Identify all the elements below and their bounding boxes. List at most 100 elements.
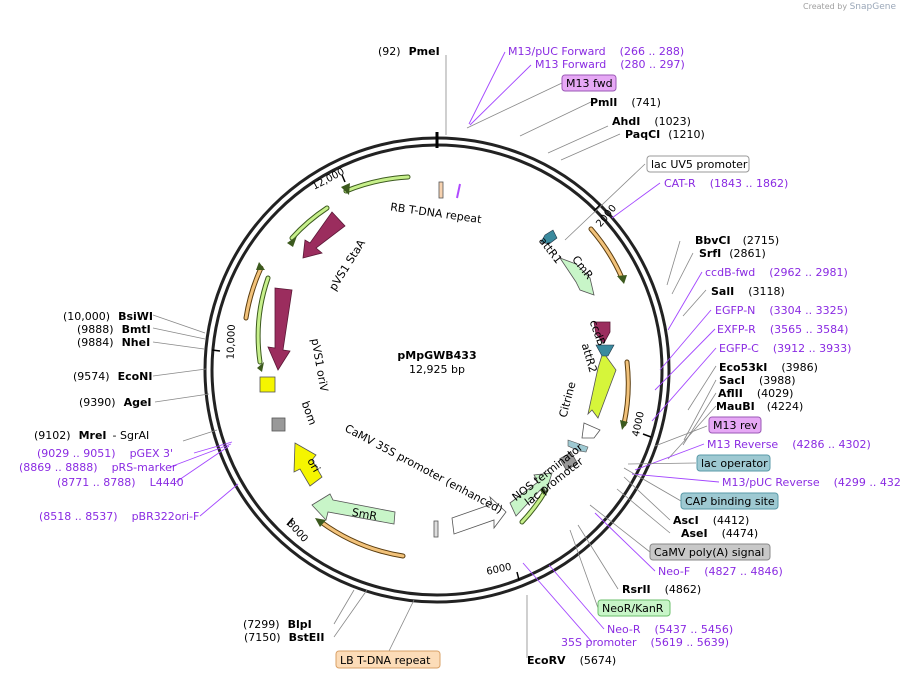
primer-neo-r: Neo-R — [607, 623, 641, 636]
watermark-prefix: Created by — [803, 2, 848, 11]
primer-ccdb-fwd: ccdB-fwd — [705, 266, 755, 279]
enzyme-sali-pos: (3118) — [748, 285, 785, 298]
primer-exfp-r: EXFP-R — [717, 323, 756, 336]
svg-text:AscI(4412): AscI(4412) — [673, 514, 749, 527]
lac-operator-marker — [567, 439, 589, 453]
enzyme-nhei-pos: (9884) — [77, 336, 114, 349]
primer-prs-marker-range: (8869 .. 8888) — [19, 461, 98, 474]
snapgene-watermark: Created by SnapGene — [803, 2, 896, 12]
svg-text:M13 Forward(280 .. 297): M13 Forward(280 .. 297) — [535, 58, 685, 71]
enzyme-pmei-pos: (92) — [378, 45, 401, 58]
primer-labels: M13/pUC Forward(266 .. 288) M13 Forward(… — [19, 45, 902, 649]
label-camv-35s-promoter: CaMV 35S promoter (enhanced) — [343, 422, 505, 516]
svg-text:RsrII(4862): RsrII (4862) — [622, 583, 701, 596]
svg-text:AseI(4474): AseI(4474) — [681, 527, 758, 540]
svg-text:ccdB-fwd(2962 .. 2981): ccdB-fwd(2962 .. 2981) — [705, 266, 848, 279]
primer-m13-forward: M13 Forward — [535, 58, 606, 71]
enzyme-rsrii: RsrII — [622, 583, 651, 596]
enzyme-rsrii-pos: (4862) — [665, 583, 702, 596]
primer-m13puc-forward: M13/pUC Forward — [508, 45, 606, 58]
enzyme-bmti: BmtI — [122, 323, 151, 336]
enzyme-maubi: MauBI — [716, 400, 755, 413]
enzyme-aflii-pos: (4029) — [757, 387, 794, 400]
primer-pgex3: pGEX 3' — [130, 447, 174, 460]
enzyme-asci-pos: (4412) — [713, 514, 750, 527]
primer-egfp-n: EGFP-N — [715, 304, 755, 317]
box-m13-rev-label: M13 rev — [713, 419, 758, 432]
tick-label-4000: 4000 — [631, 411, 647, 438]
attr1-marker — [540, 229, 558, 245]
enzyme-maubi-pos: (4224) — [767, 400, 804, 413]
attr-marker — [581, 422, 601, 439]
attr2-marker — [595, 344, 615, 357]
tick-label-6000: 6000 — [485, 562, 512, 578]
enzyme-bbvci-pos: (2715) — [743, 234, 780, 247]
primer-egfp-c-range: (3912 .. 3933) — [773, 342, 852, 355]
enzyme-bsteii-pos: (7150) — [244, 631, 281, 644]
ccdb-arrow — [593, 321, 611, 344]
primer-cat-r: CAT-R — [664, 177, 696, 190]
primer-m13-reverse-range: (4286 .. 4302) — [792, 438, 871, 451]
enzyme-aflii: AflII — [718, 387, 743, 400]
feature-leaders — [388, 82, 708, 652]
tick-label-12000: 12,000 — [310, 166, 346, 192]
box-camv-polya-label: CaMV poly(A) signal — [654, 546, 764, 559]
enzyme-eco53ki: Eco53kI — [719, 361, 767, 374]
boxed-labels: M13 fwd lac UV5 promoter M13 rev lac ope… — [335, 74, 779, 669]
svg-text:M13/pUC Reverse(4299 .. 4321): M13/pUC Reverse(4299 .. 4321) — [722, 476, 902, 489]
box-camv-polya — [649, 543, 771, 561]
svg-text:(7150)BstEII: (7150) BstEII — [244, 631, 324, 644]
svg-text:SalI(3118): SalI(3118) — [711, 285, 785, 298]
enzyme-paqci: PaqCI — [625, 128, 660, 141]
enzyme-paqci-pos: (1210) — [668, 128, 705, 141]
enzyme-asei-pos: (4474) — [722, 527, 759, 540]
enzyme-labels: (92)PmeI PmlI(741) AhdI(1023) PaqCI(1210… — [34, 45, 818, 667]
box-lac-uv5-promoter — [646, 155, 750, 173]
tick-label-10000: 10,000 — [226, 324, 238, 359]
svg-text:(10,000)BsiWI: (10,000)BsiWI — [63, 310, 153, 323]
plasmid-size: 12,925 bp — [409, 363, 465, 376]
enzyme-bsteii: BstEII — [289, 631, 325, 644]
enzyme-agei-pos: (9390) — [79, 396, 116, 409]
box-m13-fwd-label: M13 fwd — [566, 77, 613, 90]
svg-text:EGFP-C(3912 .. 3933): EGFP-C (3912 .. 3933) — [719, 342, 851, 355]
svg-text:MauBI(4224): MauBI (4224) — [716, 400, 803, 413]
svg-text:(9888)BmtI: (9888) BmtI — [77, 323, 151, 336]
tick-marks — [211, 174, 652, 581]
svg-text:(9029 .. 9051)pGEX 3': (9029 .. 9051) pGEX 3' — [37, 447, 173, 460]
label-attr1: attR1 — [536, 235, 565, 267]
svg-text:(7299)BlpI: (7299)BlpI — [243, 618, 312, 631]
box-m13-rev — [708, 416, 762, 434]
svg-text:PmlI(741): PmlI(741) — [590, 96, 661, 109]
enzyme-mrei-pos: (9102) — [34, 429, 71, 442]
enzyme-econi: EcoNI — [118, 370, 153, 383]
enzyme-bsiwi-pos: (10,000) — [63, 310, 110, 323]
primer-leaders — [169, 51, 720, 643]
enzyme-blpi: BlpI — [288, 618, 312, 631]
nos-terminator-arrow — [509, 472, 553, 517]
watermark-brand: SnapGene — [849, 2, 896, 12]
primer-35s-promoter-range: (5619 .. 5639) — [651, 636, 730, 649]
primer-cat-r-range: (1843 .. 1862) — [710, 177, 789, 190]
primer-egfp-c: EGFP-C — [719, 342, 759, 355]
primer-pgex3-range: (9029 .. 9051) — [37, 447, 116, 460]
label-pvs1-oriv: pVS1 oriV — [308, 337, 330, 393]
enzyme-bbvci: BbvCI — [695, 234, 731, 247]
svg-text:(9102)MreI- SgrAI: (9102)MreI- SgrAI — [34, 429, 149, 442]
primer-pbr322ori-f-range: (8518 .. 8537) — [39, 510, 118, 523]
enzyme-srfi-pos: (2861) — [729, 247, 766, 260]
box-cap-binding-site — [680, 492, 779, 510]
primer-m13puc-reverse: M13/pUC Reverse — [722, 476, 820, 489]
box-lac-operator-label: lac operator — [701, 457, 768, 470]
svg-text:AflII(4029): AflII (4029) — [718, 387, 793, 400]
cmr-arrow — [558, 257, 595, 296]
citrine-arrow — [587, 351, 617, 419]
box-neor-kanr-label: NeoR/KanR — [602, 602, 664, 615]
box-lb-tdna-repeat — [335, 650, 441, 669]
bom-marker — [271, 417, 286, 432]
enzyme-bmti-pos: (9888) — [77, 323, 114, 336]
enzyme-ahdi: AhdI — [612, 115, 640, 128]
m13-fwd-primer-mark — [456, 183, 461, 199]
enzyme-econi-pos: (9574) — [73, 370, 110, 383]
enzyme-pmli: PmlI — [590, 96, 617, 109]
